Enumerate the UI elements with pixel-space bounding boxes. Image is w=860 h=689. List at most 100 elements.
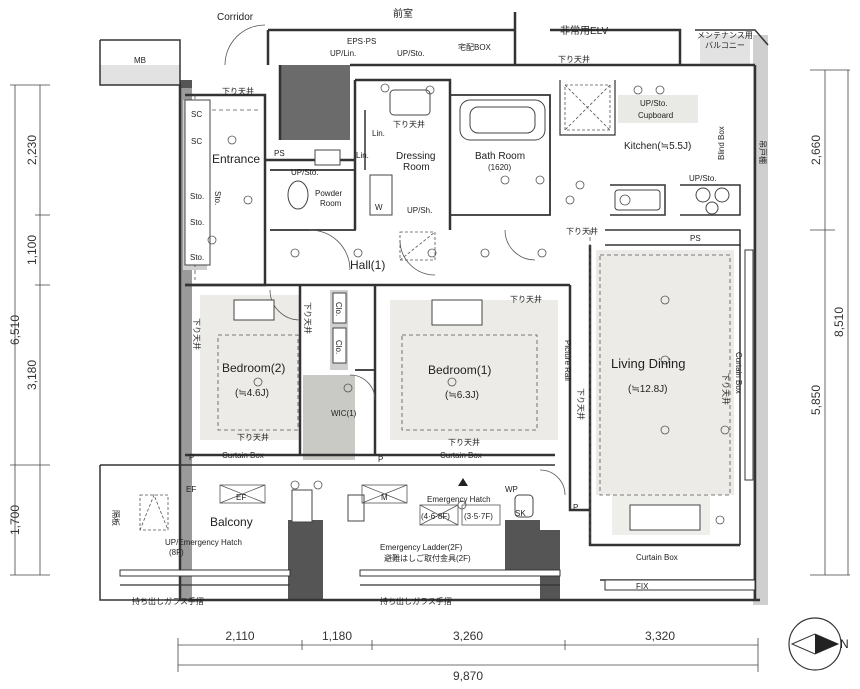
label-bedroom1: Bedroom(1) bbox=[428, 363, 491, 377]
label-picture-rail: Picture Rail bbox=[563, 340, 572, 381]
label-clo-2: Clo. bbox=[334, 340, 343, 354]
label-lin-2: Lin. bbox=[356, 151, 369, 160]
label-lin-1: Lin. bbox=[372, 129, 385, 138]
label-blind-box-v: 吊戸棚 bbox=[758, 140, 768, 164]
label-curtain-box-2: Curtain Box bbox=[222, 451, 264, 460]
label-sto-1: Sto. bbox=[190, 192, 204, 201]
label-emergency-elv: 非常用ELV bbox=[560, 24, 608, 37]
label-wic: WIC(1) bbox=[331, 409, 357, 418]
label-dressing-2: Room bbox=[403, 162, 430, 173]
label-shitaten-3: 下り天井 bbox=[558, 54, 590, 64]
label-up-sto-4: UP/Sto. bbox=[689, 174, 717, 183]
label-m: M bbox=[381, 493, 388, 502]
label-shitaten-7: 下り天井 bbox=[510, 294, 542, 304]
dim-left-1: 2,230 bbox=[25, 135, 39, 165]
text-labels: Corridor 前室 非常用ELV メンテナンス用 バルコニー MB EPS·… bbox=[111, 7, 849, 651]
label-shitaten-4: 下り天井 bbox=[566, 226, 598, 236]
label-up-sto-2: UP/Sto. bbox=[640, 99, 668, 108]
label-p-1: P bbox=[189, 453, 194, 462]
label-sk: SK bbox=[515, 509, 526, 518]
label-living-dining: Living Dining bbox=[611, 356, 685, 371]
label-up-sto-3: UP/Sto. bbox=[291, 168, 319, 177]
label-shitaten-6: 下り天井 bbox=[192, 318, 202, 350]
dim-bottom-total: 9,870 bbox=[453, 669, 483, 683]
label-emergency-ladder: Emergency Ladder(2F) bbox=[380, 543, 463, 552]
label-wp: WP bbox=[505, 485, 518, 494]
label-floor-8f: (8F) bbox=[169, 548, 184, 557]
label-curtain-box-1: Curtain Box bbox=[734, 352, 743, 394]
label-bedroom2-size: (≒4.6J) bbox=[235, 388, 269, 399]
label-delivery-box: 宅配BOX bbox=[458, 42, 492, 52]
dimension-text: 6,510 2,230 1,100 3,180 1,700 8,510 2,66… bbox=[8, 135, 846, 683]
dimension-lines bbox=[10, 69, 850, 672]
label-ps-1: PS bbox=[274, 149, 285, 158]
label-corridor: Corridor bbox=[217, 12, 254, 23]
windows bbox=[119, 249, 756, 591]
label-shitaten-1: 下り天井 bbox=[222, 86, 254, 96]
dim-left-4: 1,700 bbox=[8, 505, 22, 535]
label-zenshitsu: 前室 bbox=[393, 7, 413, 20]
dim-bottom-4: 3,320 bbox=[645, 629, 675, 643]
dim-bottom-3: 3,260 bbox=[453, 629, 483, 643]
label-sc-1: SC bbox=[191, 110, 202, 119]
label-sc-2: SC bbox=[191, 137, 202, 146]
label-sto-2: Sto. bbox=[190, 218, 204, 227]
fixtures bbox=[184, 89, 730, 531]
label-balcony: Balcony bbox=[210, 515, 253, 529]
label-up-sh: UP/Sh. bbox=[407, 206, 432, 215]
label-blind-box: Blind Box bbox=[717, 126, 726, 160]
dim-bottom-1: 2,110 bbox=[225, 629, 254, 643]
light-fixtures bbox=[207, 83, 730, 525]
label-powder-1: Powder bbox=[315, 189, 342, 198]
label-maintenance-balcony-1: メンテナンス用 bbox=[697, 31, 753, 40]
label-cupboard: Cupboard bbox=[638, 111, 673, 120]
label-hall: Hall(1) bbox=[350, 258, 385, 272]
label-up-emergency-hatch: UP/Emergency Hatch bbox=[165, 538, 242, 547]
label-shitaten-5: 下り天井 bbox=[303, 302, 313, 334]
label-ladder-fitting: 避難はしご取付金具(2F) bbox=[384, 553, 471, 563]
label-ef-2: EF bbox=[236, 493, 246, 502]
dim-left-2: 1,100 bbox=[25, 235, 39, 265]
label-ps-2: PS bbox=[690, 234, 701, 243]
label-kitchen: Kitchen(≒5.5J) bbox=[624, 141, 691, 152]
label-curtain-box-4: Curtain Box bbox=[636, 553, 678, 562]
label-powder-2: Room bbox=[320, 199, 342, 208]
label-clo-1: Clo. bbox=[334, 302, 343, 316]
label-eps-ps: EPS·PS bbox=[347, 37, 376, 46]
label-sto-4: Sto. bbox=[213, 191, 222, 205]
label-maintenance-balcony-2: バルコニー bbox=[705, 41, 745, 50]
label-glass-rail-1: 持ち出しガラス手摺 bbox=[132, 596, 204, 606]
label-entrance: Entrance bbox=[212, 152, 260, 166]
label-hatch-floors-2: (3·5·7F) bbox=[464, 512, 493, 521]
hatch-symbols bbox=[139, 84, 611, 531]
label-bedroom2: Bedroom(2) bbox=[222, 361, 285, 375]
label-shitaten-11: 下り天井 bbox=[448, 437, 480, 447]
label-mb: MB bbox=[134, 56, 146, 65]
label-bath-room: Bath Room bbox=[475, 151, 525, 162]
label-curtain-box-3: Curtain Box bbox=[440, 451, 482, 460]
door-swings bbox=[224, 24, 566, 496]
label-shitaten-2: 下り天井 bbox=[393, 119, 425, 129]
dim-right-total: 8,510 bbox=[832, 307, 846, 337]
label-bedroom1-size: (≒6.3J) bbox=[445, 390, 479, 401]
dim-bottom-2: 1,180 bbox=[322, 629, 352, 643]
label-hatch-floors-1: (4·6·8F) bbox=[421, 512, 450, 521]
label-shitaten-9: 下り天井 bbox=[721, 373, 731, 405]
dim-right-2: 5,850 bbox=[809, 385, 823, 415]
label-emergency-hatch: Emergency Hatch bbox=[427, 495, 491, 504]
dim-right-1: 2,660 bbox=[809, 135, 823, 165]
dim-left-total: 6,510 bbox=[8, 315, 22, 345]
label-p-2: P bbox=[378, 455, 383, 464]
entrance-arrow bbox=[458, 478, 468, 486]
label-up-sto-1: UP/Sto. bbox=[397, 49, 425, 58]
label-north: N bbox=[840, 637, 849, 651]
label-partition: 隔板 bbox=[111, 510, 121, 526]
dim-left-3: 3,180 bbox=[25, 360, 39, 390]
label-p-3: P bbox=[573, 503, 578, 512]
label-fix: FIX bbox=[636, 582, 649, 591]
label-glass-rail-2: 持ち出しガラス手摺 bbox=[380, 596, 452, 606]
label-shitaten-8: 下り天井 bbox=[576, 388, 586, 420]
label-sto-3: Sto. bbox=[190, 253, 204, 262]
label-living-size: (≒12.8J) bbox=[628, 384, 668, 395]
